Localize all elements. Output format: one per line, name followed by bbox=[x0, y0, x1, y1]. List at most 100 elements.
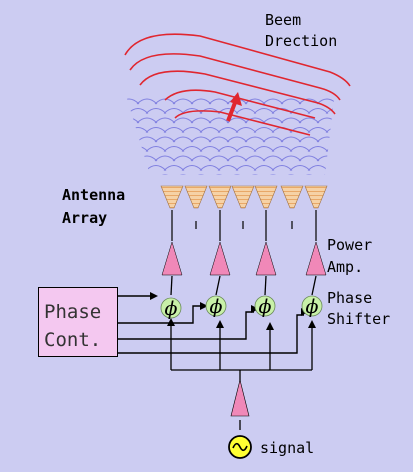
wavefront-arc bbox=[172, 174, 194, 175]
control-line-2 bbox=[118, 305, 203, 324]
wavefront-arc bbox=[262, 98, 284, 105]
wavefront-arc bbox=[280, 174, 302, 175]
wavefront-arc bbox=[154, 136, 176, 143]
wavefront-arc bbox=[253, 127, 275, 133]
wavefront-arc bbox=[190, 155, 212, 162]
wavefront-arc bbox=[307, 146, 329, 152]
antenna-array-label-line2: Array bbox=[62, 209, 108, 227]
wavefront-arc bbox=[271, 165, 293, 171]
wavefront-arc bbox=[289, 146, 311, 152]
wavefront-arc bbox=[145, 146, 167, 152]
wavefront-arc bbox=[325, 165, 335, 171]
antenna-array-label-line1: Antenna bbox=[62, 186, 126, 204]
wavefront-arc bbox=[172, 98, 194, 105]
wavefront-arc bbox=[190, 136, 212, 143]
phase-controller-label-line1: Phase bbox=[44, 301, 102, 323]
beam-arc-2 bbox=[129, 53, 341, 101]
beam-arc-1 bbox=[124, 33, 351, 87]
antenna-element bbox=[254, 185, 278, 209]
antenna-element bbox=[184, 185, 208, 209]
wavefront-arc bbox=[125, 165, 131, 171]
wavefront-arc bbox=[307, 108, 329, 114]
phase-shifter bbox=[160, 297, 182, 319]
wavefront-arc bbox=[217, 127, 239, 133]
distribution-bus bbox=[170, 325, 313, 430]
wavefront-arc bbox=[125, 146, 131, 152]
phase-shifter bbox=[301, 295, 323, 317]
wavefront-arc bbox=[181, 146, 203, 152]
wavefront-arc bbox=[217, 146, 239, 152]
bus-arrowheads bbox=[167, 318, 316, 330]
wavefront-arc bbox=[235, 127, 257, 133]
wavefront-arc bbox=[125, 108, 131, 114]
wavefront-arc bbox=[262, 155, 284, 162]
wavefront-arc bbox=[208, 117, 230, 124]
feed-dashes bbox=[171, 210, 317, 241]
amp-feed-line bbox=[215, 275, 221, 296]
phase-symbol-icon: ϕ bbox=[210, 296, 223, 318]
phase-shifter-label-line2: Shifter bbox=[327, 310, 391, 328]
wavefront-arc bbox=[154, 174, 176, 175]
beam-arcs bbox=[124, 33, 351, 136]
wavefront-arc bbox=[262, 117, 284, 124]
wavefront-arc bbox=[262, 136, 284, 143]
wavefront-arc bbox=[172, 136, 194, 143]
wavefront-arc bbox=[244, 117, 266, 124]
wavefront-arc bbox=[208, 174, 230, 175]
wavefront-arc bbox=[181, 108, 203, 114]
wavefront-arc bbox=[316, 174, 335, 175]
wavefront-arc bbox=[127, 165, 149, 171]
power-amplifier bbox=[305, 241, 327, 276]
wavefront-arc bbox=[316, 117, 335, 124]
control-lines bbox=[118, 295, 304, 354]
wavefront-arc bbox=[181, 165, 203, 171]
wavefront-arc bbox=[280, 98, 302, 105]
wavefront-arc bbox=[199, 127, 221, 133]
wavefront-arc bbox=[244, 136, 266, 143]
antenna-element bbox=[208, 185, 232, 209]
wavefront-arc bbox=[217, 165, 239, 171]
wavefront-arc bbox=[125, 127, 131, 133]
antenna-element bbox=[231, 185, 255, 209]
wavefront-arc bbox=[235, 108, 257, 114]
wavefront-arc bbox=[244, 174, 266, 175]
wavefront-arc bbox=[163, 108, 185, 114]
phase-shifter bbox=[205, 295, 227, 317]
beam-direction-label-line1: Beem bbox=[265, 11, 302, 29]
wavefront-arc bbox=[298, 174, 320, 175]
wavefront-arc bbox=[289, 165, 311, 171]
amplifiers bbox=[161, 241, 327, 276]
wavefront-arc bbox=[226, 155, 248, 162]
wavefront-arc bbox=[280, 117, 302, 124]
wavefront-arc bbox=[127, 108, 149, 114]
wavefront-arc bbox=[235, 146, 257, 152]
wavefront-arc bbox=[262, 174, 284, 175]
wavefront-arc bbox=[136, 174, 158, 175]
wavefront-arc bbox=[298, 117, 320, 124]
input-amplifier bbox=[230, 379, 250, 417]
phase-controller: Phase Cont. bbox=[38, 287, 118, 357]
wavefront-arc bbox=[325, 127, 335, 133]
wavefront-arc bbox=[244, 155, 266, 162]
wavefront-arc bbox=[271, 146, 293, 152]
wavefront-arc bbox=[190, 117, 212, 124]
amp-feed-line bbox=[170, 275, 173, 296]
wavefront-arc bbox=[226, 117, 248, 124]
sine-wave-icon bbox=[228, 435, 252, 459]
antenna-element bbox=[304, 185, 328, 209]
wavefront-arc bbox=[199, 146, 221, 152]
wavefront-arc bbox=[136, 98, 158, 105]
beam-arc-4 bbox=[164, 89, 316, 119]
wavefront-arc bbox=[154, 117, 176, 124]
amp-feed-line bbox=[264, 275, 267, 296]
wavefront-arc bbox=[280, 136, 302, 143]
wavefront-arc bbox=[136, 155, 158, 162]
power-amp-label-line2: Amp. bbox=[327, 258, 364, 276]
wavefront-arc bbox=[163, 165, 185, 171]
wavefront-arc bbox=[208, 155, 230, 162]
antenna-element bbox=[160, 185, 184, 209]
wavefront-arc bbox=[298, 136, 320, 143]
wavefront-arc bbox=[280, 155, 302, 162]
